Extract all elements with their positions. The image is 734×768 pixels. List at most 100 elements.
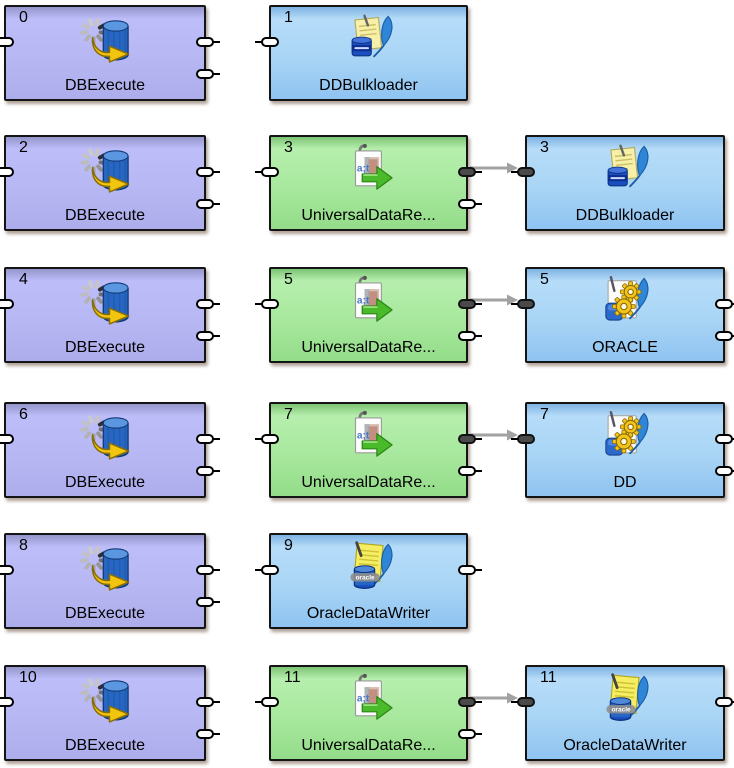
left-port-connected[interactable]	[517, 299, 535, 309]
svg-text:oracle: oracle	[355, 574, 375, 581]
left-port[interactable]	[261, 299, 279, 309]
right-port[interactable]	[196, 299, 214, 309]
svg-text:a;t: a;t	[356, 164, 369, 175]
node-number: 1	[284, 9, 293, 26]
left-port[interactable]	[0, 37, 14, 47]
right-port[interactable]	[715, 299, 733, 309]
right-port[interactable]	[196, 331, 214, 341]
right-port[interactable]	[458, 199, 476, 209]
db-execute-icon	[78, 143, 132, 197]
right-port[interactable]	[196, 199, 214, 209]
right-port[interactable]	[196, 565, 214, 575]
node-label: UniversalDataRe...	[301, 737, 436, 754]
left-port[interactable]	[0, 299, 14, 309]
edge-n3m-n3r[interactable]	[470, 162, 518, 174]
node-label: DBExecute	[64, 737, 146, 754]
svg-text:oracle: oracle	[611, 706, 631, 713]
right-port[interactable]	[458, 466, 476, 476]
left-port[interactable]	[0, 565, 14, 575]
left-port[interactable]	[0, 697, 14, 707]
right-port[interactable]	[715, 434, 733, 444]
node-number: 8	[19, 537, 28, 554]
right-port[interactable]	[196, 167, 214, 177]
right-port[interactable]	[196, 434, 214, 444]
db-execute-icon	[78, 410, 132, 464]
left-port[interactable]	[0, 167, 14, 177]
right-port[interactable]	[715, 331, 733, 341]
right-port[interactable]	[458, 729, 476, 739]
right-port[interactable]	[715, 697, 733, 707]
node-number: 6	[19, 406, 28, 423]
universal-data-reader-icon: a;t	[342, 275, 396, 329]
right-port[interactable]	[458, 331, 476, 341]
edge-n7m-n7r[interactable]	[470, 429, 518, 441]
left-port-connected[interactable]	[517, 167, 535, 177]
node-label: DBExecute	[64, 339, 146, 356]
left-port[interactable]	[0, 434, 14, 444]
db-execute-icon	[78, 541, 132, 595]
left-port-connected[interactable]	[517, 434, 535, 444]
right-port[interactable]	[458, 565, 476, 575]
right-port[interactable]	[196, 466, 214, 476]
left-port[interactable]	[261, 565, 279, 575]
node-label: OracleDataWriter	[563, 737, 687, 754]
left-port[interactable]	[261, 167, 279, 177]
universal-data-reader-icon: a;t	[342, 143, 396, 197]
node-number: 7	[284, 406, 293, 423]
db-execute-icon	[78, 13, 132, 67]
right-port-connected[interactable]	[458, 299, 476, 309]
node-label: ORACLE	[592, 339, 658, 356]
left-port[interactable]	[261, 434, 279, 444]
right-port-connected[interactable]	[458, 167, 476, 177]
right-port[interactable]	[196, 697, 214, 707]
right-port[interactable]	[196, 597, 214, 607]
right-port[interactable]	[196, 37, 214, 47]
left-port-connected[interactable]	[517, 697, 535, 707]
node-number: 7	[540, 406, 549, 423]
node-number: 10	[19, 669, 37, 686]
left-port[interactable]	[261, 37, 279, 47]
right-port-connected[interactable]	[458, 434, 476, 444]
node-number: 5	[284, 271, 293, 288]
edge-n5m-n5r[interactable]	[470, 294, 518, 306]
db-writer-icon	[598, 410, 652, 464]
right-port[interactable]	[196, 729, 214, 739]
db-execute-icon	[78, 275, 132, 329]
oracle-data-writer-icon: oracle	[342, 541, 396, 595]
svg-text:a;t: a;t	[356, 431, 369, 442]
node-number: 5	[540, 271, 549, 288]
node-number: 9	[284, 537, 293, 554]
node-number: 2	[19, 139, 28, 156]
db-writer-icon	[598, 275, 652, 329]
node-number: 0	[19, 9, 28, 26]
edge-n11m-n11r[interactable]	[470, 692, 518, 704]
node-label: UniversalDataRe...	[301, 339, 436, 356]
left-port[interactable]	[261, 697, 279, 707]
node-label: DBExecute	[64, 605, 146, 622]
universal-data-reader-icon: a;t	[342, 410, 396, 464]
right-port[interactable]	[196, 69, 214, 79]
dd-bulkloader-icon	[342, 13, 396, 67]
node-number: 3	[284, 139, 293, 156]
db-execute-icon	[78, 673, 132, 727]
right-port-connected[interactable]	[458, 697, 476, 707]
right-port[interactable]	[715, 466, 733, 476]
